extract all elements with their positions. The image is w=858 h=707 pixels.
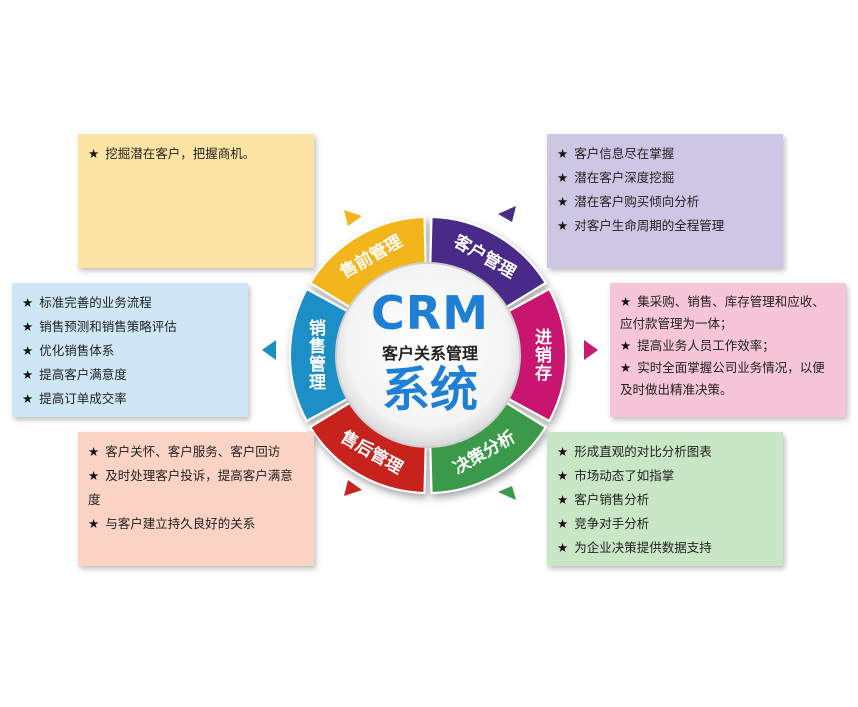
center-title: CRM (371, 286, 489, 340)
list-item: ★实时全面掌握公司业务情况，以便及时做出精准决策。 (620, 360, 825, 397)
list-item: ★提高客户满意度 (22, 367, 127, 382)
list-item: ★标准完善的业务流程 (22, 295, 152, 310)
customer-box: ★客户信息尽在掌握 ★潜在客户深度挖掘 ★潜在客户购买倾向分析 ★对客户生命周期… (547, 134, 783, 268)
star-icon: ★ (22, 319, 34, 334)
list-item: ★优化销售体系 (22, 343, 115, 358)
aftersale-box: ★客户关怀、客户服务、客户回访 ★及时处理客户投诉，提高客户满意度 ★与客户建立… (78, 432, 314, 566)
list-item: ★竞争对手分析 (557, 516, 650, 531)
arrow-sales (262, 340, 276, 360)
star-icon: ★ (557, 218, 569, 233)
star-icon: ★ (620, 338, 632, 353)
star-icon: ★ (22, 391, 34, 406)
star-icon: ★ (88, 516, 100, 531)
wheel-center-disc (335, 262, 521, 448)
wheel-label-inventory: 进销存 (531, 328, 552, 382)
list-item: ★提高订单成交率 (22, 391, 127, 406)
star-icon: ★ (557, 468, 569, 483)
star-icon: ★ (557, 540, 569, 555)
star-icon: ★ (620, 294, 632, 309)
presale-box: ★挖掘潜在客户，把握商机。 (78, 134, 314, 268)
list-item: ★销售预测和销售策略评估 (22, 319, 177, 334)
star-icon: ★ (557, 170, 569, 185)
arrow-aftersale (344, 480, 362, 496)
list-item: ★及时处理客户投诉，提高客户满意度 (88, 468, 293, 507)
list-item: ★挖掘潜在客户，把握商机。 (88, 146, 256, 161)
star-icon: ★ (557, 146, 569, 161)
list-item: ★客户信息尽在掌握 (557, 146, 675, 161)
star-icon: ★ (620, 360, 632, 375)
list-item: ★形成直观的对比分析图表 (557, 444, 712, 459)
star-icon: ★ (557, 444, 569, 459)
star-icon: ★ (22, 367, 34, 382)
arrow-decision (498, 486, 516, 500)
list-item: ★潜在客户深度挖掘 (557, 170, 675, 185)
center-system: 系统 (381, 362, 478, 418)
list-item: ★集采购、销售、库存管理和应收、应付款管理为一体； (620, 294, 825, 331)
star-icon: ★ (557, 516, 569, 531)
inventory-box: ★集采购、销售、库存管理和应收、应付款管理为一体； ★提高业务人员工作效率； ★… (610, 283, 846, 417)
arrow-presale (344, 210, 362, 226)
list-item: ★为企业决策提供数据支持 (557, 540, 712, 555)
sales-box: ★标准完善的业务流程 ★销售预测和销售策略评估 ★优化销售体系 ★提高客户满意度… (12, 283, 248, 417)
arrow-customer (498, 206, 516, 222)
list-item: ★与客户建立持久良好的关系 (88, 516, 256, 531)
arrow-inventory (584, 340, 598, 360)
list-item: ★提高业务人员工作效率； (620, 338, 775, 353)
center-subtitle: 客户关系管理 (381, 344, 478, 363)
list-item: ★市场动态了如指掌 (557, 468, 675, 483)
star-icon: ★ (22, 295, 34, 310)
star-icon: ★ (88, 146, 100, 161)
list-item: ★对客户生命周期的全程管理 (557, 218, 725, 233)
list-item: ★客户关怀、客户服务、客户回访 (88, 444, 281, 459)
decision-box: ★形成直观的对比分析图表 ★市场动态了如指掌 ★客户销售分析 ★竞争对手分析 ★… (547, 432, 783, 566)
star-icon: ★ (557, 492, 569, 507)
list-item: ★客户销售分析 (557, 492, 650, 507)
star-icon: ★ (22, 343, 34, 358)
star-icon: ★ (557, 194, 569, 209)
wheel-label-sales: 销售管理 (305, 318, 326, 391)
star-icon: ★ (88, 468, 100, 483)
star-icon: ★ (88, 444, 100, 459)
list-item: ★潜在客户购买倾向分析 (557, 194, 700, 209)
